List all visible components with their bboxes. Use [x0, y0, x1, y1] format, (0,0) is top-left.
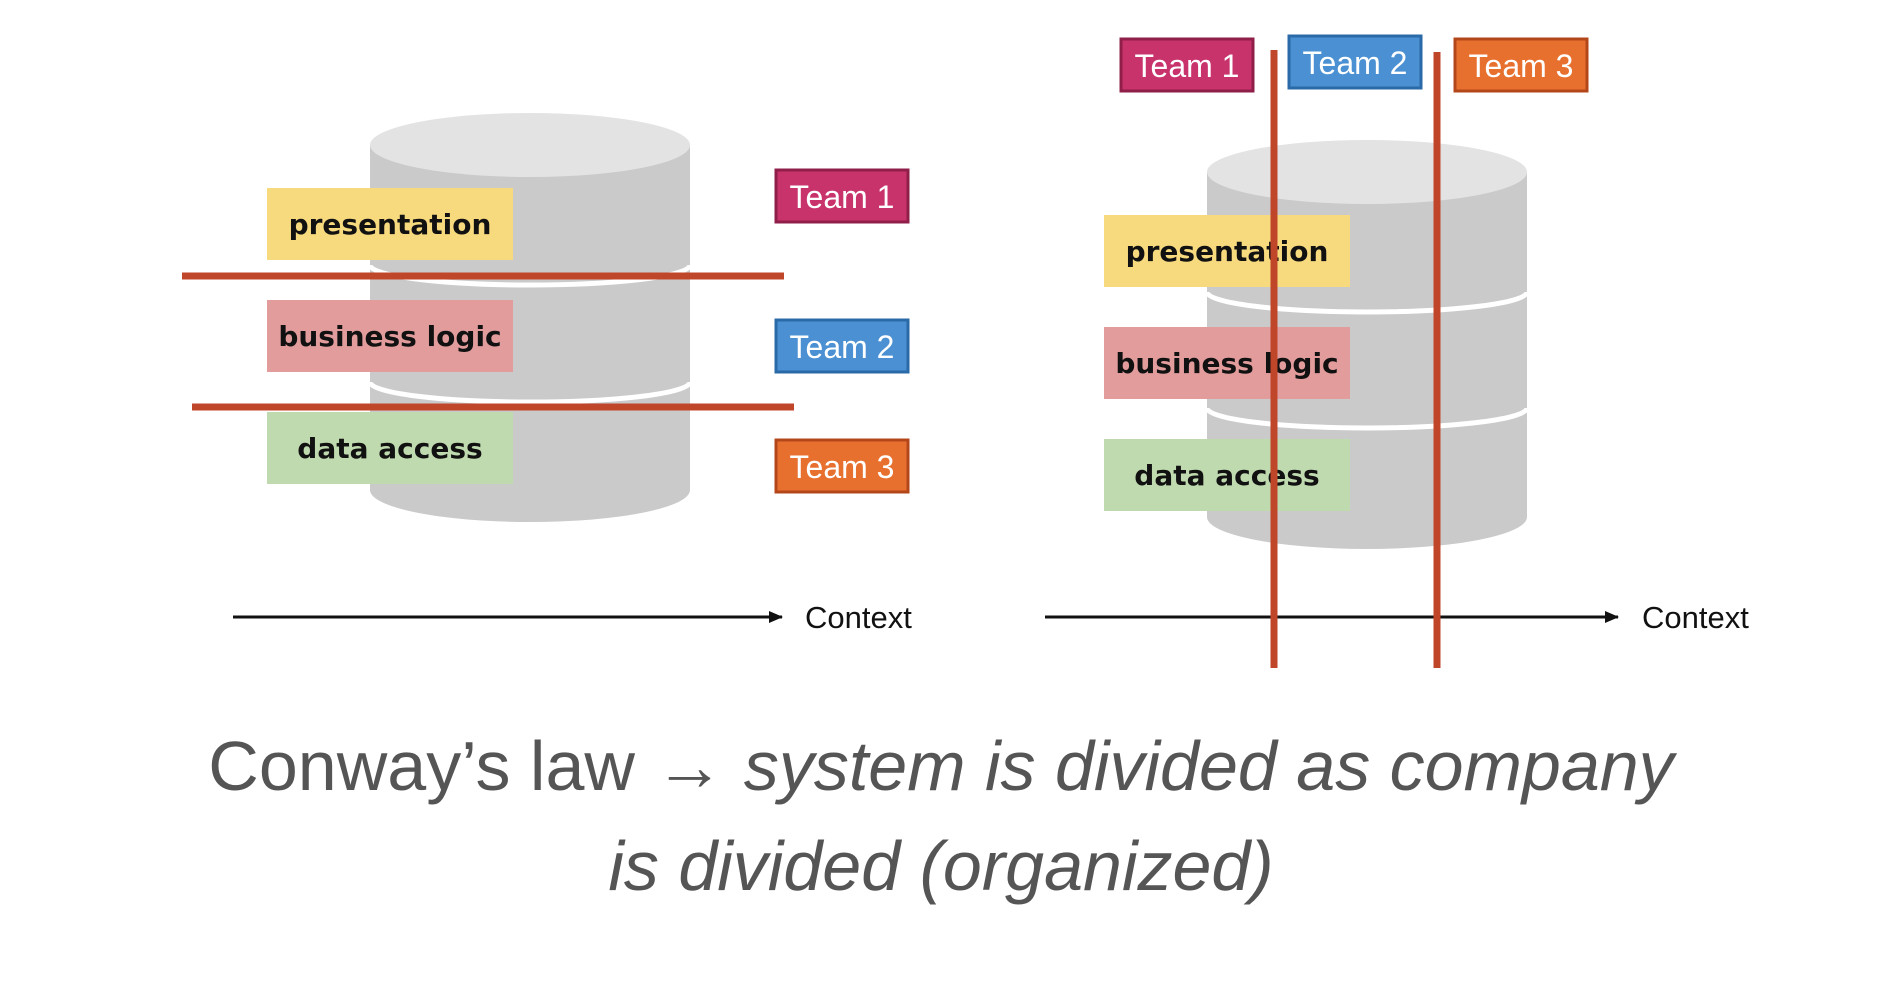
- right-team3-label: Team 3: [1453, 37, 1589, 93]
- right-presentation-layer: presentation: [1104, 215, 1350, 287]
- svg-text:Team 3: Team 3: [790, 449, 895, 485]
- left-team2-label: Team 2: [774, 318, 910, 374]
- caption-line-1: Conway’s law → system is divided as comp…: [0, 716, 1882, 816]
- left-data-access-layer: data access: [267, 412, 513, 484]
- presentation-label: presentation: [289, 208, 492, 241]
- right-data-access-layer: data access: [1104, 439, 1350, 511]
- left-business-logic-layer: business logic: [267, 300, 513, 372]
- right-business-logic-layer: business logic: [1104, 327, 1350, 399]
- left-panel: presentation business logic data access …: [182, 113, 912, 635]
- left-presentation-layer: presentation: [267, 188, 513, 260]
- right-team2-label: Team 2: [1287, 34, 1423, 90]
- caption-italic-line-1: system is divided as company: [743, 727, 1674, 805]
- data-access-label: data access: [1134, 459, 1319, 492]
- left-team3-label: Team 3: [774, 438, 910, 494]
- svg-text:Team 2: Team 2: [790, 329, 895, 365]
- svg-text:Team 1: Team 1: [790, 179, 895, 215]
- right-panel: presentation business logic data access …: [1045, 34, 1749, 668]
- svg-text:Team 1: Team 1: [1135, 48, 1240, 84]
- caption-prefix: Conway’s law →: [208, 727, 744, 805]
- context-label: Context: [805, 600, 912, 635]
- presentation-label: presentation: [1126, 235, 1329, 268]
- data-access-label: data access: [297, 432, 482, 465]
- svg-text:Team 3: Team 3: [1469, 48, 1574, 84]
- right-team1-label: Team 1: [1119, 37, 1255, 93]
- svg-text:Team 2: Team 2: [1303, 45, 1408, 81]
- business-logic-label: business logic: [1115, 347, 1338, 380]
- caption-line-2: is divided (organized): [0, 816, 1882, 916]
- business-logic-label: business logic: [278, 320, 501, 353]
- left-team1-label: Team 1: [774, 168, 910, 224]
- caption-italic-line-2: is divided (organized): [608, 827, 1274, 905]
- context-label: Context: [1642, 600, 1749, 635]
